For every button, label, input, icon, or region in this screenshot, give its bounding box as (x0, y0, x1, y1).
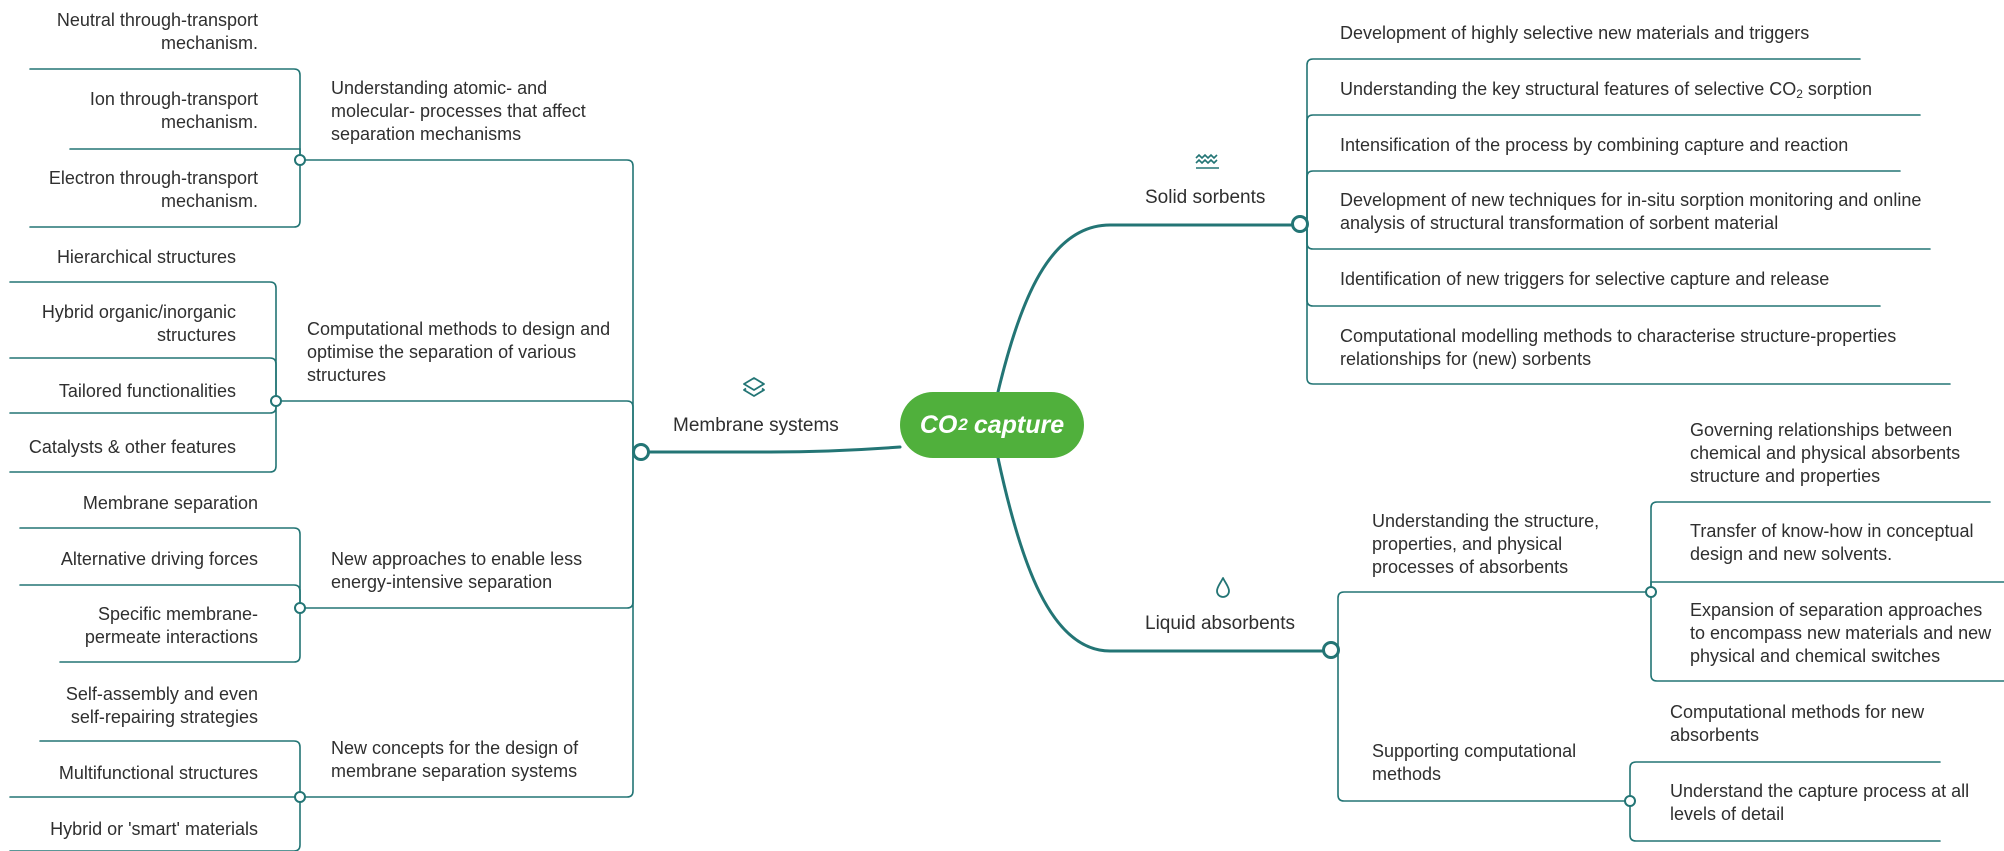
topic-label[interactable]: Computational modelling methods to chara… (1340, 326, 1897, 369)
leaf-label[interactable]: Hierarchical structures (56, 247, 236, 267)
leaf-label[interactable]: Expansion of separation approaches to en… (1690, 600, 1992, 666)
topic-hub[interactable] (294, 791, 306, 803)
leaf-connector (59, 607, 301, 663)
branch-connector-solid (996, 223, 1293, 394)
topic-connector (275, 400, 634, 453)
topic-connector (1306, 224, 1881, 307)
branch-label-solid-sorbents[interactable]: Solid sorbents (1145, 187, 1266, 208)
topic-label[interactable]: New concepts for the design of membrane … (331, 738, 579, 781)
topic-connector (299, 159, 634, 453)
leaf-label[interactable]: Understand the capture process at all le… (1670, 781, 1970, 824)
topic-connector (1337, 591, 1646, 652)
leaf-label[interactable]: Hybrid or 'smart' materials (50, 819, 258, 839)
topic-label[interactable]: Understanding atomic- and molecular- pro… (331, 78, 586, 144)
leaf-connector (9, 357, 277, 402)
topic-connector (1337, 650, 1625, 802)
topic-hub[interactable] (1645, 586, 1657, 598)
topic-hub[interactable] (1624, 795, 1636, 807)
root-label-subscript: 2 (958, 415, 968, 434)
leaf-connector (1650, 591, 2004, 682)
leaf-connector (1629, 800, 1941, 842)
topic-connector (1306, 170, 1901, 226)
leaf-label[interactable]: Multifunctional structures (58, 763, 258, 783)
root-label-suffix: capture (973, 410, 1065, 439)
leaf-label[interactable]: Hybrid organic/inorganic structures (41, 302, 236, 345)
topic-hub[interactable] (294, 154, 306, 166)
branch-hub[interactable] (1291, 215, 1309, 233)
root-label-prefix: CO (919, 410, 958, 439)
topic-connector (1306, 224, 1951, 385)
branch-connector-liquid (996, 456, 1324, 653)
leaf-label[interactable]: Electron through-transport mechanism. (48, 168, 258, 211)
topic-connector (1306, 58, 1861, 226)
leaf-label[interactable]: Governing relationships between chemical… (1690, 420, 1961, 486)
leaf-label[interactable]: Specific membrane-permeate interactions (84, 604, 258, 647)
topic-label[interactable]: Identification of new triggers for selec… (1340, 269, 1830, 289)
leaf-connector (29, 68, 301, 161)
leaf-connector (9, 400, 277, 473)
leaf-connector (69, 148, 301, 161)
leaf-label[interactable]: Transfer of know-how in conceptual desig… (1690, 521, 1974, 564)
branch-label-liquid-absorbents[interactable]: Liquid absorbents (1145, 613, 1295, 634)
leaf-label[interactable]: Alternative driving forces (60, 549, 258, 569)
leaf-connector (1650, 581, 2004, 593)
topic-label-subscript: 2 (1796, 87, 1803, 101)
leaf-label[interactable]: Ion through-transport mechanism. (89, 89, 258, 132)
branch-label-membrane-systems[interactable]: Membrane systems (673, 415, 839, 436)
branch-connector-membrane (648, 445, 902, 454)
leaf-connector (1629, 761, 1941, 802)
topic-hub[interactable] (270, 395, 282, 407)
leaf-connector (9, 281, 277, 402)
topic-label[interactable]: Supporting computational methods (1372, 741, 1577, 784)
leaf-connector (19, 584, 301, 609)
droplet-icon (1214, 576, 1232, 605)
leaf-label[interactable]: Catalysts & other features (28, 437, 236, 457)
leaf-connector (29, 159, 301, 228)
topic-label[interactable]: Intensification of the process by combin… (1340, 135, 1849, 155)
leaf-label[interactable]: Self-assembly and even self-repairing st… (65, 684, 258, 727)
topic-label-text: Understanding the key structural feature… (1340, 79, 1797, 99)
waves-icon (1194, 152, 1220, 177)
leaf-connector (19, 527, 301, 609)
leaf-connector (39, 740, 301, 798)
topic-label[interactable]: Understanding the key structural feature… (1340, 78, 1960, 106)
topic-connector (1306, 114, 1921, 226)
leaf-label[interactable]: Computational methods for new absorbents (1670, 702, 1925, 745)
layers-icon (742, 376, 766, 407)
topic-label-suffix: sorption (1802, 79, 1872, 99)
leaf-connector (1650, 501, 1991, 593)
topic-label[interactable]: Development of new techniques for in-sit… (1340, 190, 1922, 233)
topic-label[interactable]: Development of highly selective new mate… (1340, 23, 1810, 43)
topic-label[interactable]: Computational methods to design and opti… (307, 319, 611, 385)
branch-hub[interactable] (1322, 641, 1340, 659)
leaf-label[interactable]: Membrane separation (82, 493, 258, 513)
topic-hub[interactable] (294, 602, 306, 614)
topic-label[interactable]: Understanding the structure, properties,… (1372, 511, 1600, 577)
leaf-label[interactable]: Tailored functionalities (58, 381, 236, 401)
branch-hub[interactable] (632, 443, 650, 461)
topic-connector (299, 451, 634, 798)
topic-label[interactable]: New approaches to enable less energy-int… (331, 549, 583, 592)
leaf-label[interactable]: Neutral through-transport mechanism. (56, 10, 258, 53)
